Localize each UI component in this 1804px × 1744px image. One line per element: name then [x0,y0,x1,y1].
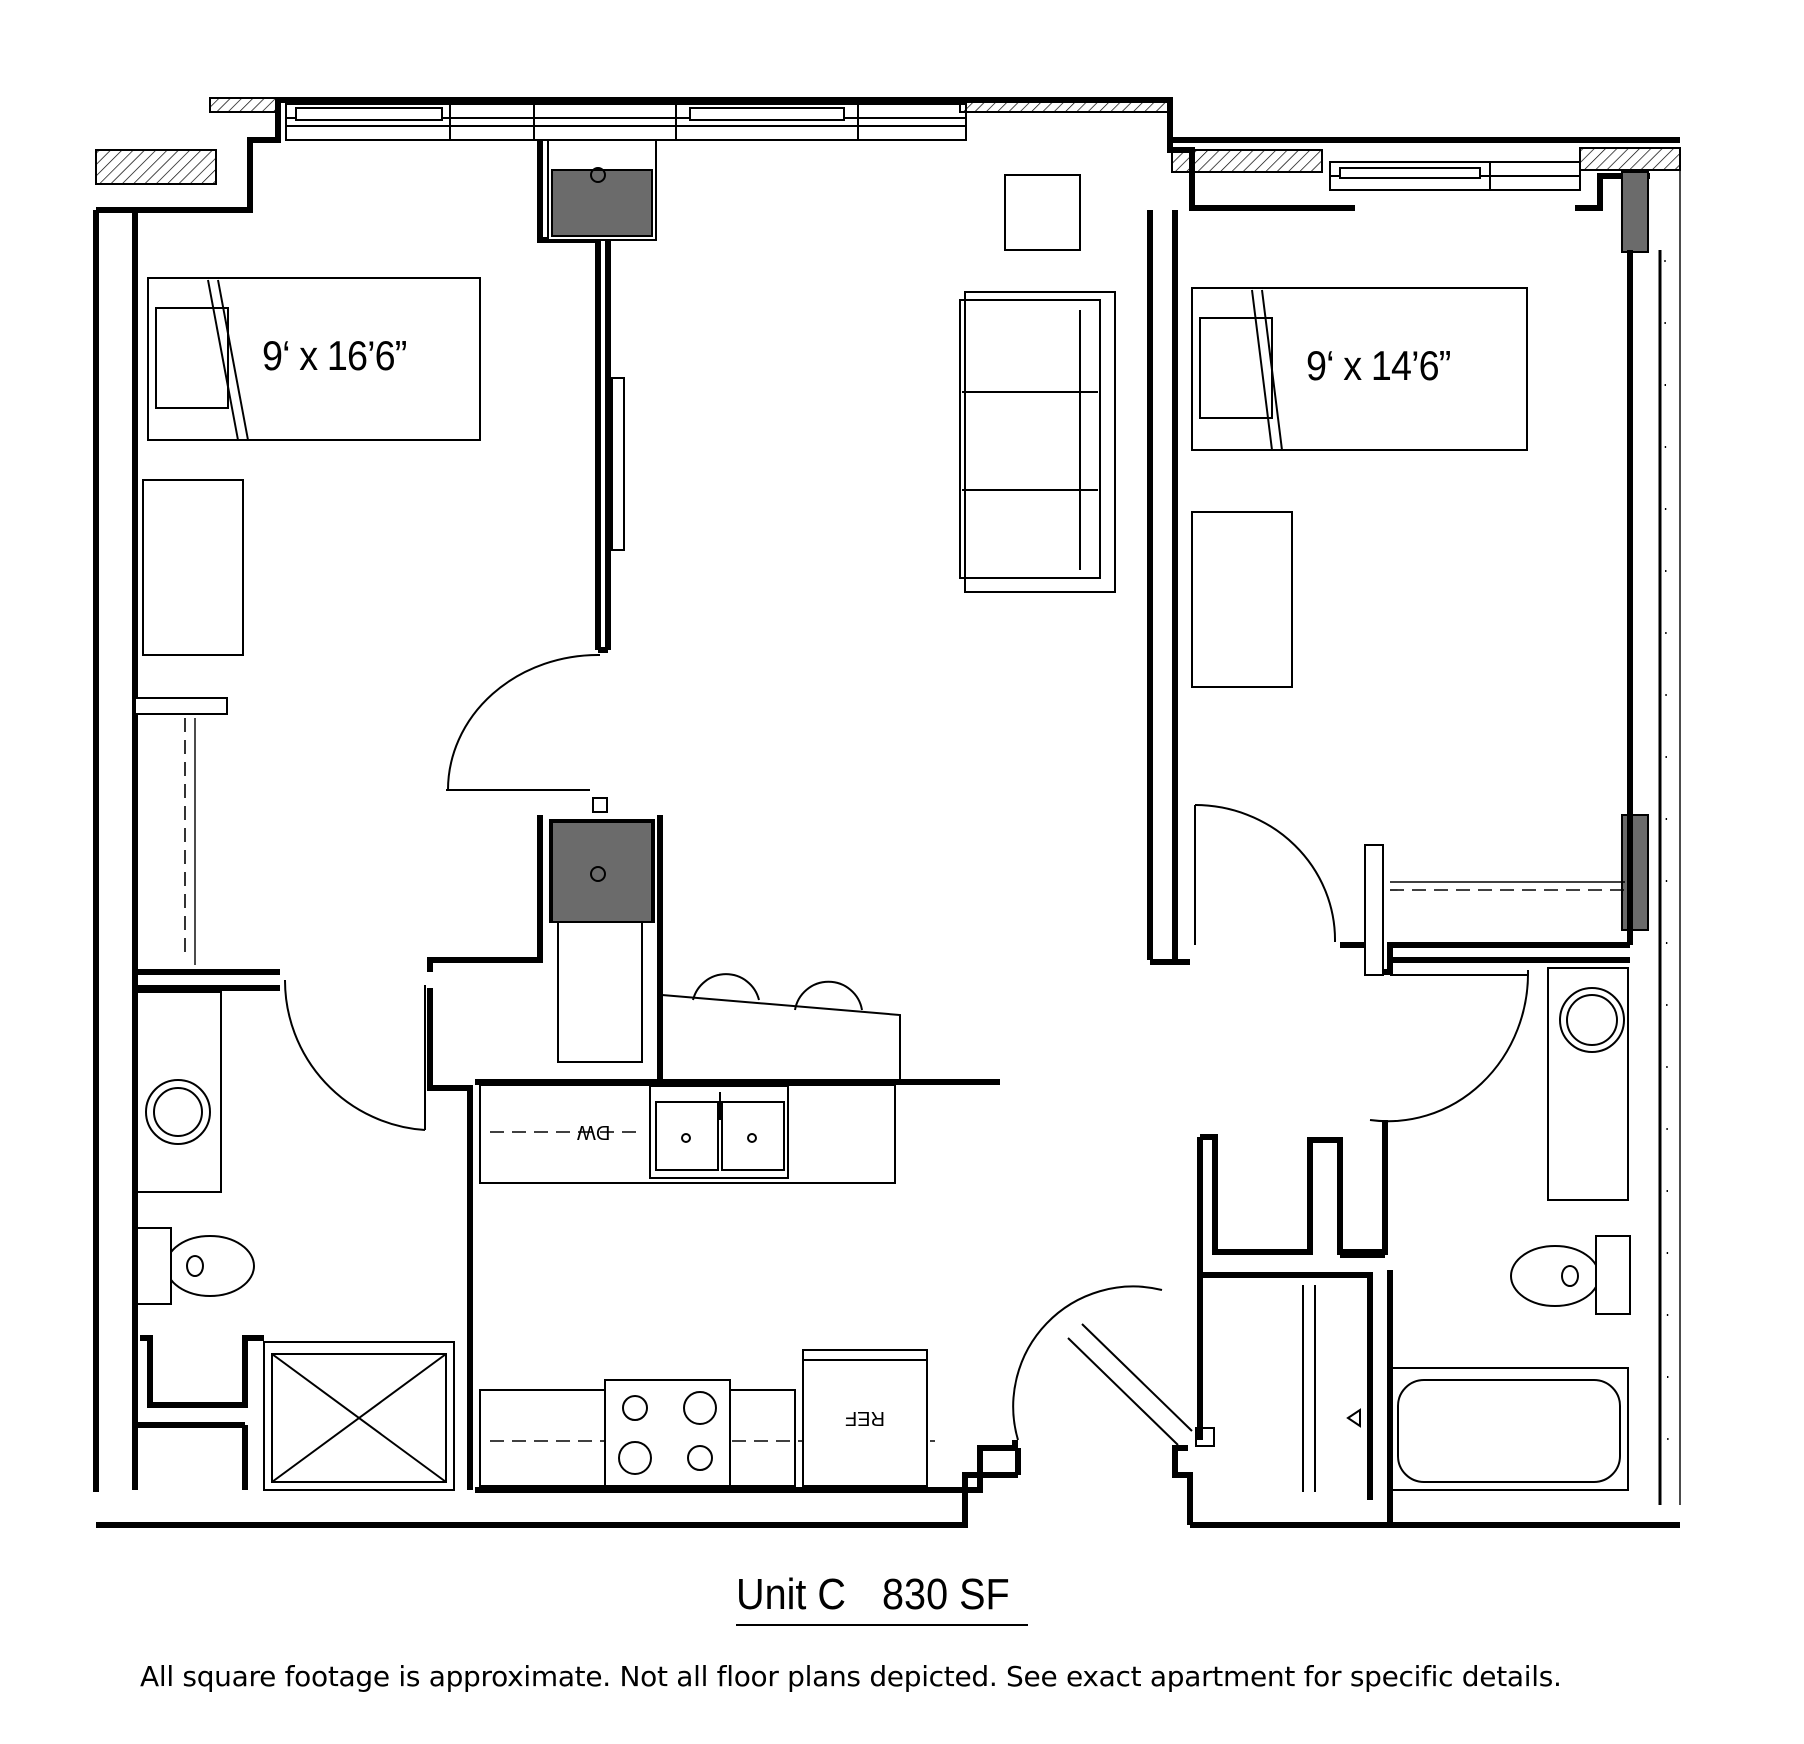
window-top-2 [1329,161,1581,191]
dresser-2 [1191,511,1293,688]
range [604,1379,731,1487]
disclaimer-text: All square footage is approximate. Not a… [140,1660,1562,1693]
mech-shaft-2 [551,821,653,923]
bedroom-1-dimensions: 9‘ x 16’6” [262,332,407,379]
bathroom-2 [1320,957,1631,1525]
exterior-facade [93,97,1681,1505]
dresser-1 [142,479,244,656]
window-top-1 [285,103,967,141]
bedroom-2 [1191,250,1633,976]
title-underline [736,1624,1028,1626]
sofa [964,291,1116,593]
toilet-2 [1510,1245,1600,1307]
refrigerator [802,1349,928,1487]
toilet-1 [165,1235,255,1297]
unit-name: Unit C [736,1570,847,1619]
end-table [1004,174,1081,251]
bedroom-1 [132,140,625,1490]
living-kitchen [475,174,1215,1493]
bathroom-1 [135,969,473,1491]
facade-dots [1664,259,1669,1501]
refrigerator-label: REF [845,1407,885,1429]
bathtub [1391,1367,1629,1491]
unit-title: Unit C 830 SF [736,1570,1010,1620]
kitchen-island [661,993,901,1084]
unit-area: 830 SF [882,1570,1010,1619]
dishwasher-label: DW [577,1121,611,1143]
bottom-shell [96,1445,1680,1528]
hall-closets [1197,1134,1385,1500]
bedroom-2-dimensions: 9‘ x 14’6” [1306,342,1451,389]
